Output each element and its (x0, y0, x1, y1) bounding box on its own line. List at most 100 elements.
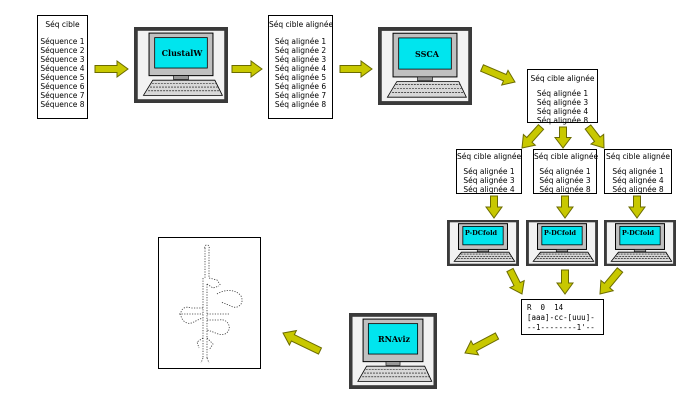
monitor-stand (633, 249, 647, 253)
list-item: Séq alignée 2 (274, 46, 327, 55)
arrow-shape (231, 60, 263, 78)
list-item: Séq alignée 8 (539, 185, 591, 194)
arrow-shape (599, 267, 624, 295)
monitor-screen (541, 226, 583, 246)
arrow-shape (464, 332, 500, 356)
result-line-3: --1--------1'-- (527, 323, 595, 332)
monitor-screen (462, 226, 504, 246)
list-item: Séq alignée 4 (612, 176, 664, 185)
list-item: Séq alignée 8 (612, 185, 664, 194)
ssca-label: SSCA (415, 49, 439, 59)
list-item: Séquence 5 (40, 73, 85, 82)
rnaviz-computer-icon (349, 313, 437, 389)
list-item: Séq alignée 4 (274, 64, 327, 73)
input-box-title: Séq cible (45, 20, 80, 29)
list-item: Séquence 4 (40, 64, 85, 73)
list-item: Séq alignée 4 (463, 185, 515, 194)
monitor-screen (619, 226, 661, 246)
list-item: Séq alignée 3 (536, 98, 589, 107)
monitor-screen (154, 37, 208, 69)
keyboard (453, 251, 516, 262)
input-sequence-list: Séquence 1 Séquence 2 Séquence 3 Séquenc… (38, 37, 87, 109)
subset-list: Séq alignée 1 Séq alignée 3 Séq alignée … (534, 167, 596, 194)
clustalw-label: ClustalW (161, 48, 203, 58)
list-item: Séq alignée 6 (274, 82, 327, 91)
list-item: Séq alignée 4 (536, 107, 589, 116)
structure-result-box: R 0 14 [aaa]-cc-[uuu]- --1--------1'-- (521, 299, 604, 335)
list-item: Séquence 6 (40, 82, 85, 91)
result-line-1: R 0 14 (527, 303, 564, 312)
pdcfold-label-2: P-DCfold (543, 229, 577, 237)
list-item: Séq alignée 1 (612, 167, 664, 176)
arrow-shape (521, 123, 545, 149)
list-item: Séquence 1 (40, 37, 85, 46)
ssca-computer-icon (378, 27, 472, 105)
list-item: Séq alignée 1 (274, 37, 327, 46)
selected-sequence-list: Séq alignée 1 Séq alignée 3 Séq alignée … (528, 89, 597, 125)
pdcfold-label-1: P-DCfold (464, 229, 498, 237)
arrow-shape (485, 195, 503, 219)
subset-box-title: Séq cible alignée (534, 152, 599, 161)
list-item: Séquence 7 (40, 91, 85, 100)
subset-list: Séq alignée 1 Séq alignée 4 Séq alignée … (605, 167, 671, 194)
monitor-screen (398, 37, 452, 70)
subset-box-title: Séq cible alignée (457, 152, 522, 161)
selected-box-title: Séq cible alignée (530, 74, 595, 83)
monitor-stand (173, 75, 189, 80)
keyboard (610, 251, 673, 262)
monitor-stand (417, 76, 433, 82)
list-item: Séquence 3 (40, 55, 85, 64)
list-item: Séq alignée 3 (463, 176, 515, 185)
list-item: Séq alignée 8 (274, 100, 327, 109)
list-item: Séq alignée 5 (274, 73, 327, 82)
arrow-shape (628, 195, 646, 219)
rna-structure-box (158, 237, 261, 369)
subset-box-3: Séq cible alignée Séq alignée 1 Séq alig… (604, 149, 672, 194)
keyboard (386, 81, 467, 98)
subset-box-2: Séq cible alignée Séq alignée 1 Séq alig… (533, 149, 599, 194)
rna-structure-drawing (179, 244, 243, 364)
list-item: Séq alignée 3 (539, 176, 591, 185)
arrow-shape (556, 195, 574, 219)
arrow-shape (506, 267, 525, 295)
monitor-stand (555, 249, 569, 253)
list-item: Séquence 8 (40, 100, 85, 109)
arrow-shape (584, 124, 605, 149)
list-item: Séq alignée 8 (536, 116, 589, 125)
input-sequences-box: Séq cible Séquence 1 Séquence 2 Séquence… (37, 15, 88, 119)
arrow-shape (479, 64, 516, 86)
subset-box-1: Séq cible alignée Séq alignée 1 Séq alig… (456, 149, 522, 194)
pdcfold-label-3: P-DCfold (621, 229, 655, 237)
result-line-2: [aaa]-cc-[uuu]- (527, 313, 595, 322)
list-item: Séquence 2 (40, 46, 85, 55)
pdcfold-computer-icon-3 (604, 220, 676, 266)
rnaviz-label: RNAviz (377, 334, 411, 344)
selected-sequences-box: Séq cible alignée Séq alignée 1 Séq alig… (527, 69, 598, 125)
list-item: Séq alignée 1 (539, 167, 591, 176)
list-item: Séq alignée 1 (463, 167, 515, 176)
list-item: Séq alignée 1 (536, 89, 589, 98)
list-item: Séq alignée 7 (274, 91, 327, 100)
list-item: Séq alignée 3 (274, 55, 327, 64)
aligned-sequence-list: Séq alignée 1 Séq alignée 2 Séq alignée … (269, 37, 332, 109)
arrow-shape (94, 60, 129, 78)
keyboard (532, 251, 595, 262)
monitor-stand (385, 361, 401, 366)
arrow-shape (553, 126, 573, 149)
arrow-shape (282, 329, 323, 355)
subset-list: Séq alignée 1 Séq alignée 3 Séq alignée … (457, 167, 521, 194)
subset-box-title: Séq cible alignée (605, 152, 671, 161)
